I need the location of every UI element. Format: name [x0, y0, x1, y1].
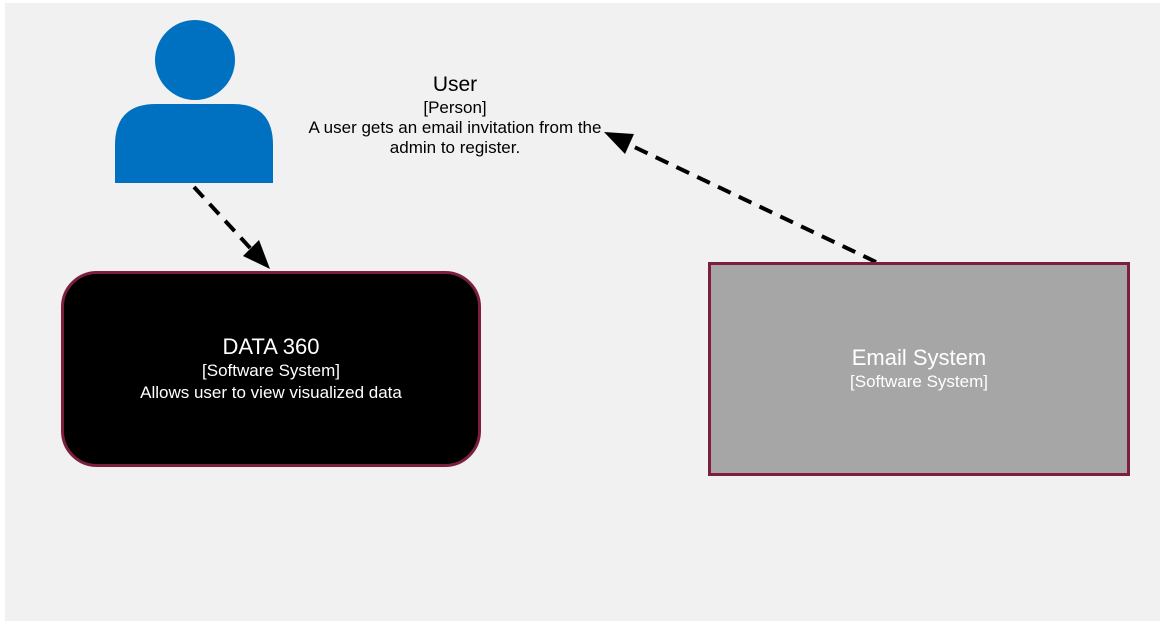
data360-description: Allows user to view visualized data [140, 383, 402, 403]
email-system-type: [Software System] [850, 372, 988, 392]
user-label: User [Person] A user gets an email invit… [290, 73, 620, 158]
email-system-title: Email System [851, 344, 987, 370]
arrow-user-to-data360 [192, 185, 270, 269]
user-description: A user gets an email invitation from the… [308, 117, 602, 157]
data360-title: DATA 360 [222, 333, 320, 359]
data360-system-box[interactable]: DATA 360 [Software System] Allows user t… [61, 271, 481, 467]
data360-type: [Software System] [202, 361, 340, 381]
email-system-box[interactable]: Email System [Software System] [708, 262, 1130, 476]
person-icon [115, 20, 273, 183]
user-title: User [432, 73, 478, 96]
user-type: [Person] [423, 97, 487, 117]
arrow-email-to-user [604, 132, 877, 264]
